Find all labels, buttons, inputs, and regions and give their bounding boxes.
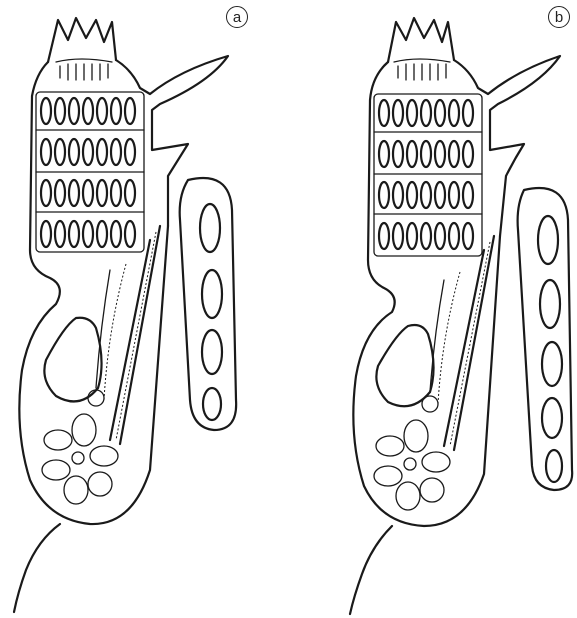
comb-plate [83,221,93,247]
stomach-b [376,325,433,406]
crown-b [388,18,454,62]
comb-plate [125,180,135,206]
comb-plate [111,98,121,124]
comb-plate [407,182,417,208]
comb-plate [393,141,403,167]
gonads-b [374,420,450,510]
side-lobe-a [180,178,236,430]
organism-drawing-a [0,0,290,618]
comb-plate [41,180,51,206]
comb-plate [407,141,417,167]
comb-plate [449,223,459,249]
comb-plate [393,100,403,126]
comb-plate [69,221,79,247]
comb-plate [97,221,107,247]
comb-plate [393,223,403,249]
gonads-a [42,414,118,504]
comb-plate [435,223,445,249]
comb-plate [55,180,65,206]
comb-plate [421,182,431,208]
comb-plate [435,100,445,126]
comb-plate [111,221,121,247]
comb-plate [125,98,135,124]
crown-a [48,18,116,62]
comb-plate [41,221,51,247]
comb-plate [435,141,445,167]
comb-plate [379,223,389,249]
comb-plate [97,180,107,206]
comb-plate [421,141,431,167]
diagram-panel-a: a [0,0,290,618]
body-outline-a [19,62,168,524]
comb-plate [449,141,459,167]
comb-plate [449,100,459,126]
comb-plate [407,100,417,126]
stomach-a [44,318,101,402]
comb-plate [69,180,79,206]
comb-plate [125,139,135,165]
comb-plate [463,141,473,167]
comb-plate [97,139,107,165]
comb-plate [421,223,431,249]
comb-plate [83,98,93,124]
comb-plate [435,182,445,208]
comb-plate [97,98,107,124]
comb-plate [449,182,459,208]
comb-plate [41,139,51,165]
comb-plate [463,100,473,126]
comb-plate [463,182,473,208]
comb-plate [463,223,473,249]
comb-plate [41,98,51,124]
diagram-panel-b: b [328,0,577,618]
comb-plate [111,180,121,206]
comb-plate [83,139,93,165]
comb-plate [379,182,389,208]
comb-plate [407,223,417,249]
comb-plate [69,98,79,124]
comb-plate [421,100,431,126]
comb-plate [55,98,65,124]
side-lobe-b [518,188,573,490]
panel-label-b: b [548,6,570,28]
comb-plate [55,139,65,165]
comb-plate [125,221,135,247]
comb-plate [83,180,93,206]
organism-drawing-b [328,0,577,618]
comb-plate [393,182,403,208]
comb-plate [379,141,389,167]
comb-plate [69,139,79,165]
comb-plate [111,139,121,165]
tail-a [14,524,60,612]
comb-plate [55,221,65,247]
tail-b [350,526,392,614]
panel-label-a: a [226,6,248,28]
comb-plate [379,100,389,126]
